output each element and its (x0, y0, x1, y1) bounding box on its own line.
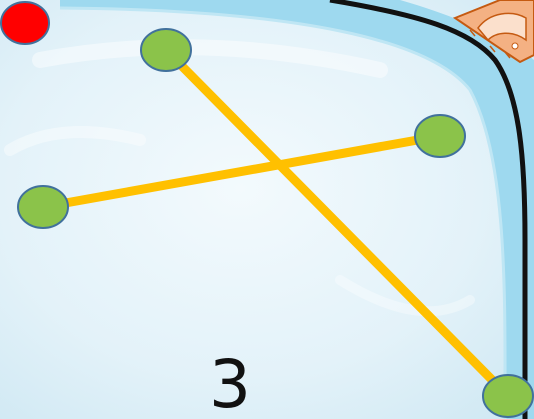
ice-streak (335, 275, 475, 317)
graph-node[interactable] (140, 28, 192, 72)
edge-line (161, 45, 513, 401)
graph-node[interactable] (414, 114, 466, 158)
graph-node[interactable] (482, 374, 534, 418)
ice-streak (4, 126, 146, 156)
frame-inner-edge (59, 6, 507, 419)
ice-streak (32, 39, 388, 78)
frame-outline (329, 0, 528, 419)
level-number: 3 (209, 346, 251, 419)
edge-line (38, 131, 445, 212)
frame-border (60, 0, 534, 419)
ruler-icon (452, 0, 534, 64)
red-dot-icon[interactable] (0, 1, 50, 45)
graph-node[interactable] (17, 185, 69, 229)
